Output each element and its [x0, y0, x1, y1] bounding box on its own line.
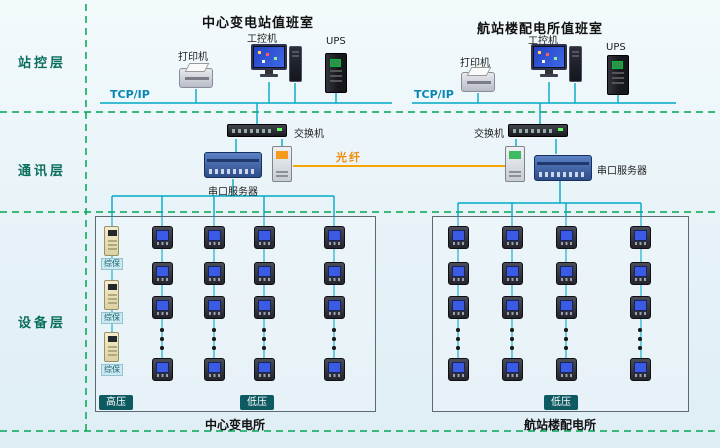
power-meter: [254, 296, 275, 319]
power-meter: [502, 262, 523, 285]
switch-label: 交换机: [474, 129, 504, 140]
more-devices-ellipsis: [262, 328, 266, 352]
relay-tag: 综保: [101, 364, 123, 376]
protection-relay: [104, 332, 119, 362]
monitor-screen: [251, 44, 287, 70]
power-meter: [630, 358, 651, 381]
monitor-stand: [265, 70, 273, 74]
ipc-label: 工控机: [528, 36, 558, 47]
power-meter: [502, 358, 523, 381]
layer-label-communication: 通讯层: [18, 164, 67, 179]
power-meter: [324, 262, 345, 285]
more-devices-ellipsis: [564, 328, 568, 352]
ethernet-switch: [508, 124, 568, 137]
more-devices-ellipsis: [160, 328, 164, 352]
power-meter: [448, 296, 469, 319]
left-box-caption: 中心变电所: [205, 418, 266, 432]
power-meter: [630, 296, 651, 319]
power-meter: [254, 262, 275, 285]
power-meter: [448, 262, 469, 285]
power-meter: [556, 358, 577, 381]
fiber-converter: [505, 146, 525, 182]
industrial-pc-monitor: [251, 44, 287, 77]
ethernet-switch: [227, 124, 287, 137]
relay-tag: 综保: [101, 258, 123, 270]
power-meter: [556, 262, 577, 285]
power-meter: [204, 296, 225, 319]
ups-label: UPS: [326, 36, 346, 47]
protection-relay: [104, 226, 119, 256]
power-meter: [204, 262, 225, 285]
ipc-label: 工控机: [247, 34, 277, 45]
power-meter: [152, 262, 173, 285]
industrial-pc-monitor: [531, 44, 567, 77]
lv-badge: 低压: [544, 395, 578, 410]
serial-port-server: [534, 155, 592, 181]
power-meter: [204, 226, 225, 249]
monitor-screen: [531, 44, 567, 70]
power-meter: [204, 358, 225, 381]
left-station-title: 中心变电站值班室: [202, 16, 315, 31]
layer-label-device: 设备层: [18, 316, 67, 331]
power-meter: [324, 296, 345, 319]
monitor-base: [540, 74, 558, 77]
power-meter: [556, 226, 577, 249]
lv-badge: 低压: [240, 395, 274, 410]
power-meter: [152, 296, 173, 319]
power-meter: [630, 262, 651, 285]
more-devices-ellipsis: [456, 328, 460, 352]
ups-label: UPS: [606, 42, 626, 53]
power-meter: [324, 226, 345, 249]
pc-tower: [569, 46, 582, 82]
more-devices-ellipsis: [638, 328, 642, 352]
power-meter: [448, 226, 469, 249]
power-meter: [324, 358, 345, 381]
fiber-converter: [272, 146, 292, 182]
serial-server-label: 串口服务器: [597, 166, 647, 177]
printer-label: 打印机: [460, 58, 490, 69]
serial-port-server: [204, 152, 262, 178]
power-meter: [254, 226, 275, 249]
right-box-caption: 航站楼配电所: [524, 418, 597, 432]
serial-server-label: 串口服务器: [208, 187, 258, 198]
power-meter: [152, 226, 173, 249]
ups-device: [607, 55, 629, 95]
printer-label: 打印机: [178, 52, 208, 63]
power-meter: [630, 226, 651, 249]
monitor-base: [260, 74, 278, 77]
power-meter: [448, 358, 469, 381]
power-meter: [254, 358, 275, 381]
power-meter: [502, 226, 523, 249]
protection-relay: [104, 280, 119, 310]
tcpip-label: TCP/IP: [414, 88, 454, 101]
layer-label-station-control: 站控层: [18, 56, 67, 71]
fiber-label: 光纤: [336, 151, 362, 164]
more-devices-ellipsis: [332, 328, 336, 352]
power-meter: [556, 296, 577, 319]
hv-badge: 高压: [99, 395, 133, 410]
more-devices-ellipsis: [510, 328, 514, 352]
printer-device: [461, 72, 495, 92]
power-meter: [152, 358, 173, 381]
monitor-stand: [545, 70, 553, 74]
ups-device: [325, 53, 347, 93]
tcpip-label: TCP/IP: [110, 88, 150, 101]
right-station-title: 航站楼配电所值班室: [477, 22, 604, 37]
printer-device: [179, 68, 213, 88]
pc-tower: [289, 46, 302, 82]
relay-tag: 综保: [101, 312, 123, 324]
power-meter: [502, 296, 523, 319]
more-devices-ellipsis: [212, 328, 216, 352]
switch-label: 交换机: [294, 129, 324, 140]
